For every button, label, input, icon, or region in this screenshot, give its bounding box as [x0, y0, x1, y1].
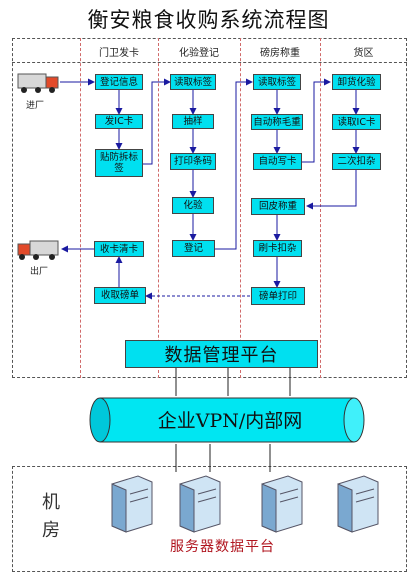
column-header-gate: 门卫发卡 — [99, 48, 139, 59]
weigh-print-ticket: 磅单打印 — [251, 287, 305, 305]
machine-room-label-2: 房 — [42, 520, 60, 541]
yard-unload-assay: 卸货化验 — [332, 74, 381, 90]
network-cylinder — [89, 397, 365, 443]
server-icon — [337, 475, 379, 533]
weigh-gross-weight: 自动称毛重 — [251, 114, 303, 130]
server-icon — [111, 475, 153, 533]
machine-room-label-1: 机 — [42, 492, 60, 513]
column-header-weigh: 磅房称重 — [260, 48, 300, 59]
lab-print-barcode: 打印条码 — [170, 153, 216, 170]
lab-assay: 化验 — [172, 197, 214, 214]
weigh-card-deduct: 刷卡扣杂 — [253, 240, 302, 257]
column-divider — [240, 38, 241, 378]
server-icon — [179, 475, 221, 533]
gate-tamper-label: 贴防拆标签 — [95, 149, 143, 177]
arrow-gate-to-lab — [143, 78, 171, 165]
column-header-yard: 货区 — [353, 48, 374, 59]
weigh-read-label: 读取标签 — [253, 74, 301, 90]
data-management-platform: 数据管理平台 — [125, 340, 318, 368]
yard-read-ic-card: 读取IC卡 — [332, 114, 381, 130]
gate-register-info: 登记信息 — [95, 74, 143, 90]
column-divider — [80, 38, 81, 378]
gate-collect-card: 收卡清卡 — [94, 241, 144, 257]
diagram-title: 衡安粮食收购系统流程图 — [87, 8, 330, 32]
truck-out-label: 出厂 — [30, 267, 49, 277]
yard-second-deduct: 二次扣杂 — [332, 153, 381, 170]
header-divider — [12, 62, 407, 63]
lab-sampling: 抽样 — [172, 114, 214, 129]
arrow-weigh-to-yard — [302, 78, 331, 163]
process-frame — [12, 38, 407, 378]
weigh-auto-write-card: 自动写卡 — [253, 153, 302, 170]
weigh-tare-weight: 回皮称重 — [251, 198, 305, 215]
gate-collect-ticket: 收取磅单 — [94, 287, 146, 304]
arrow-lab-to-weigh — [215, 78, 253, 250]
truck-in-label: 进厂 — [26, 101, 45, 111]
server-icon — [261, 475, 303, 533]
truck-out-icon — [17, 240, 59, 260]
column-divider — [320, 38, 321, 378]
server-platform-label: 服务器数据平台 — [170, 539, 275, 555]
column-divider — [158, 38, 159, 378]
truck-in-icon — [17, 73, 59, 93]
arrow-yard-to-tare — [306, 170, 357, 210]
network-label: 企业VPN/内部网 — [157, 410, 303, 432]
lab-register: 登记 — [172, 240, 215, 257]
lab-read-label: 读取标签 — [170, 74, 216, 90]
column-header-lab: 化验登记 — [179, 48, 219, 59]
gate-issue-ic-card: 发IC卡 — [95, 114, 143, 129]
